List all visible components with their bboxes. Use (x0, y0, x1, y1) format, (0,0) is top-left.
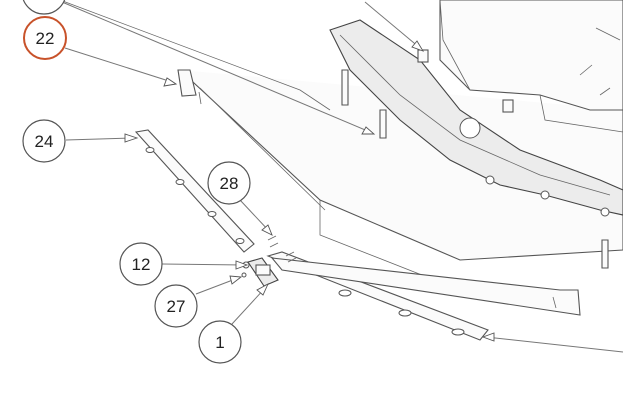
leader-27-arrow (229, 275, 243, 285)
leader-top-arrow (361, 126, 376, 135)
leader-28 (239, 199, 271, 233)
callout-12-circle (119, 242, 163, 286)
callout-12-label: 12 (132, 255, 151, 274)
leader-12-arrow (235, 260, 249, 270)
leader-24 (65, 137, 135, 141)
leader-12 (161, 263, 245, 266)
leader-right-arrow (481, 332, 495, 342)
leader-top (61, 1, 371, 133)
strap-24 (134, 129, 255, 253)
callout-circle-partial (22, 0, 66, 15)
leader-22 (64, 47, 173, 83)
callout-1-circle (198, 320, 242, 364)
callout-24-label: 24 (35, 132, 54, 151)
clamp-1 (241, 257, 279, 287)
leader-top2 (364, 1, 421, 49)
leader-1-arrow (256, 282, 269, 296)
callout-27-circle (154, 284, 198, 328)
strap-22 (177, 69, 202, 105)
callout-28: 28 (207, 161, 251, 205)
callout-27: 27 (154, 284, 198, 328)
callout-28-label: 28 (220, 174, 239, 193)
callout-12: 12 (119, 242, 163, 286)
callout-24: 24 (22, 119, 66, 163)
leader-right (485, 336, 623, 353)
callout-22: 22 (23, 16, 67, 60)
leader-28-arrow (261, 224, 273, 236)
strap-bottom (266, 251, 581, 341)
callout-24-circle (22, 119, 66, 163)
callout-27-label: 27 (167, 297, 186, 316)
leader-22-arrow (163, 77, 178, 87)
callout-1-label: 1 (215, 333, 224, 352)
chassis-assembly (329, 19, 623, 269)
callout-1: 1 (198, 320, 242, 364)
tray-panel (59, 0, 623, 291)
callout-22-label: 22 (36, 29, 55, 48)
leader-top2-arrow (411, 40, 425, 52)
leader-lines (61, 1, 623, 353)
callout-28-circle (207, 161, 251, 205)
callout-22-circle (23, 16, 67, 60)
leader-24-arrow (124, 133, 139, 143)
screws-28 (267, 235, 297, 263)
